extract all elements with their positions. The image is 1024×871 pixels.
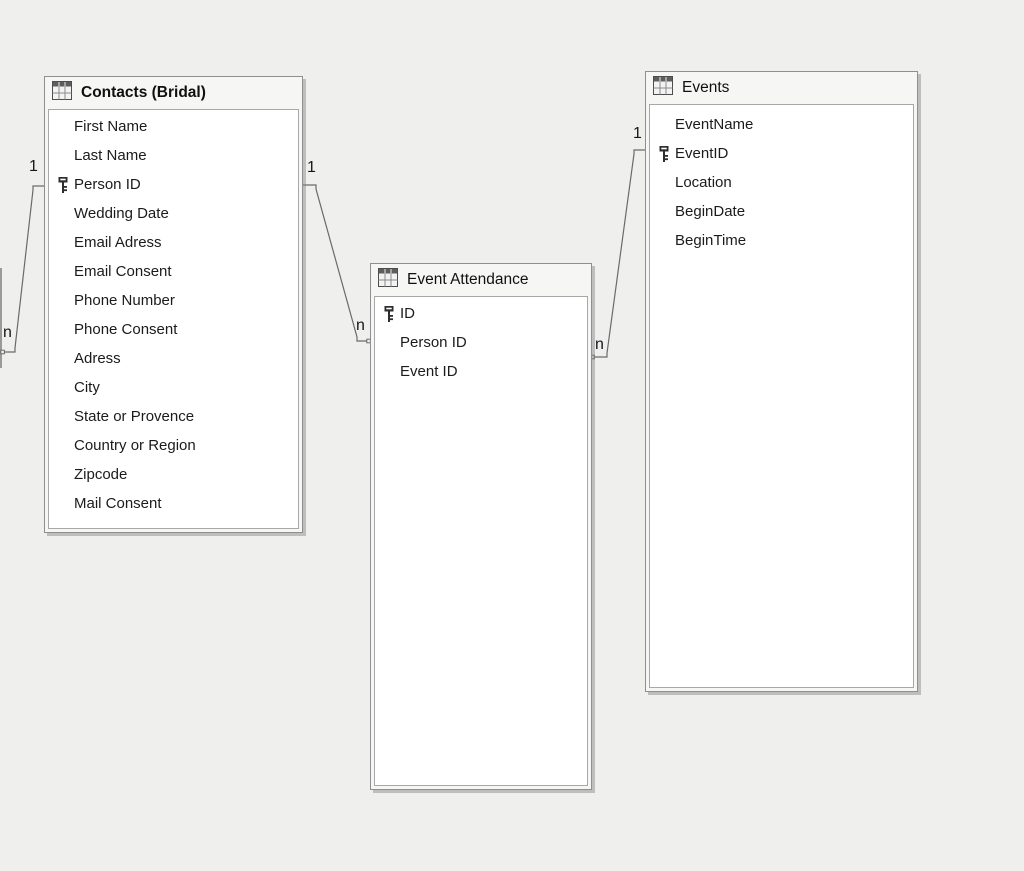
relationship-line-events-eventattendance[interactable] <box>592 149 645 358</box>
field-row[interactable]: Last Name <box>49 141 298 170</box>
field-row[interactable]: Person ID <box>49 170 298 199</box>
field-row[interactable]: BeginDate <box>650 197 913 226</box>
table-title: Contacts (Bridal) <box>81 84 206 101</box>
field-name: City <box>74 379 100 396</box>
field-name: Last Name <box>74 147 147 164</box>
field-row[interactable]: Phone Consent <box>49 315 298 344</box>
cardinality-label-many: n <box>356 317 365 334</box>
table-header-contacts-bridal[interactable]: Contacts (Bridal) <box>45 77 302 109</box>
field-row[interactable]: EventName <box>650 110 913 139</box>
field-row[interactable]: City <box>49 373 298 402</box>
field-list-event-attendance: ID Person ID Event ID <box>374 296 588 786</box>
table-contacts-bridal[interactable]: Contacts (Bridal) First Name Last Name P… <box>44 76 303 533</box>
relationship-line-offscreen-contacts[interactable] <box>2 185 44 353</box>
field-list-events: EventName EventID Location BeginDate Beg… <box>649 104 914 688</box>
field-name: Email Adress <box>74 234 162 251</box>
cardinality-label-one: 1 <box>633 125 642 142</box>
cardinality-label-many: n <box>3 324 12 341</box>
field-name: ID <box>400 305 415 322</box>
field-name: Event ID <box>400 363 458 380</box>
table-title: Event Attendance <box>407 271 529 288</box>
field-row[interactable]: Location <box>650 168 913 197</box>
field-name: Phone Consent <box>74 321 178 338</box>
relationship-line-contacts-eventattendance[interactable] <box>303 184 370 342</box>
table-icon <box>653 76 673 100</box>
field-name: Person ID <box>400 334 467 351</box>
field-row[interactable]: BeginTime <box>650 226 913 255</box>
table-event-attendance[interactable]: Event Attendance ID Person ID Event ID <box>370 263 592 790</box>
field-row[interactable]: Country or Region <box>49 431 298 460</box>
primary-key-icon <box>659 145 669 162</box>
field-row[interactable]: Mail Consent <box>49 489 298 518</box>
table-icon <box>378 268 398 292</box>
field-row[interactable]: Zipcode <box>49 460 298 489</box>
field-name: BeginTime <box>675 232 747 249</box>
primary-key-icon <box>58 176 68 193</box>
field-name: First Name <box>74 118 148 135</box>
table-title: Events <box>682 79 730 96</box>
field-name: EventID <box>675 145 729 162</box>
field-name: Person ID <box>74 176 141 193</box>
offscreen-table-edge[interactable] <box>0 268 2 368</box>
field-row[interactable]: Phone Number <box>49 286 298 315</box>
table-icon <box>52 81 72 105</box>
cardinality-label-one: 1 <box>29 158 38 175</box>
field-list-contacts-bridal: First Name Last Name Person ID Wedding D… <box>48 109 299 529</box>
field-row[interactable]: First Name <box>49 112 298 141</box>
field-row[interactable]: Person ID <box>375 328 587 357</box>
field-row[interactable]: Adress <box>49 344 298 373</box>
field-name: Wedding Date <box>74 205 169 222</box>
field-name: Country or Region <box>74 437 196 454</box>
field-row[interactable]: Event ID <box>375 357 587 386</box>
field-row[interactable]: Wedding Date <box>49 199 298 228</box>
cardinality-label-one: 1 <box>307 159 316 176</box>
field-name: BeginDate <box>675 203 746 220</box>
field-name: EventName <box>675 116 754 133</box>
field-row[interactable]: State or Provence <box>49 402 298 431</box>
primary-key-icon <box>384 305 394 322</box>
field-name: Mail Consent <box>74 495 162 512</box>
field-name: Adress <box>74 350 121 367</box>
field-name: State or Provence <box>74 408 195 425</box>
field-row[interactable]: Email Consent <box>49 257 298 286</box>
field-row[interactable]: Email Adress <box>49 228 298 257</box>
field-row[interactable]: EventID <box>650 139 913 168</box>
field-name: Email Consent <box>74 263 172 280</box>
field-name: Phone Number <box>74 292 175 309</box>
table-header-event-attendance[interactable]: Event Attendance <box>371 264 591 296</box>
cardinality-label-many: n <box>595 336 604 353</box>
field-row[interactable]: ID <box>375 299 587 328</box>
table-header-events[interactable]: Events <box>646 72 917 104</box>
table-events[interactable]: Events EventName EventID Location BeginD… <box>645 71 918 692</box>
field-name: Zipcode <box>74 466 128 483</box>
field-name: Location <box>675 174 732 191</box>
